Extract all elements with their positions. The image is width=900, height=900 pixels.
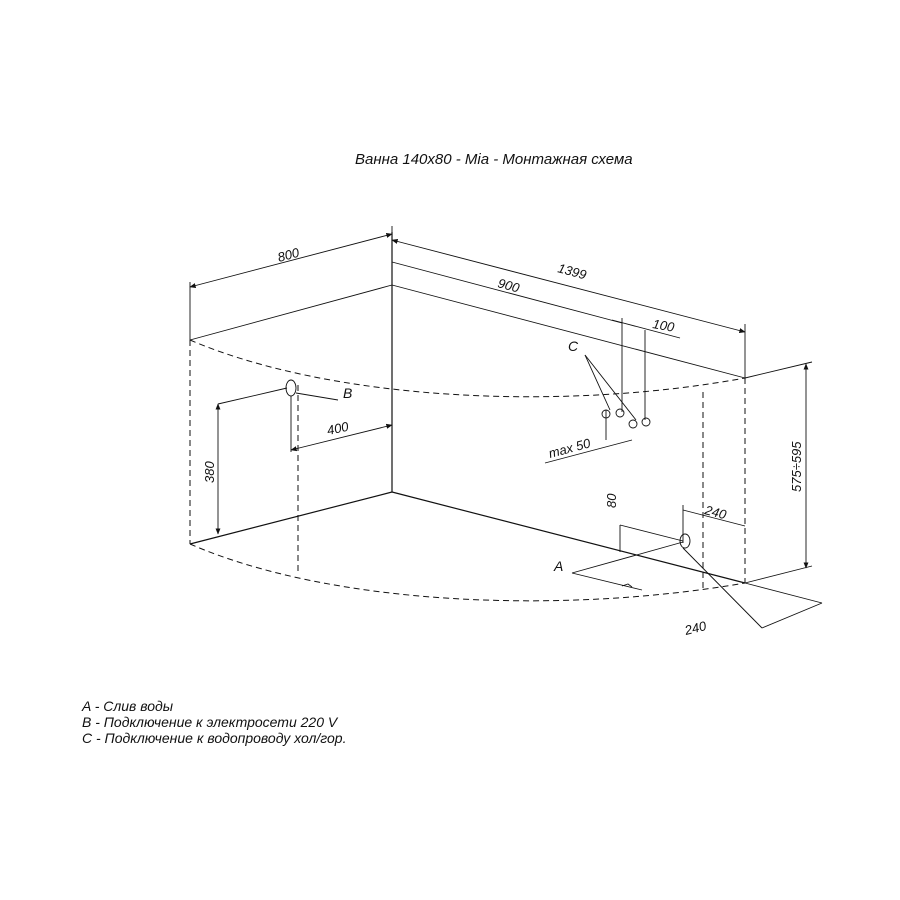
dimension-900: 900 [391,261,623,412]
dimension-900-label: 900 [496,275,522,295]
dimension-80: 80 [604,493,684,552]
dimension-max-50-label: max 50 [547,435,593,461]
dimension-240-right-label: 240 [702,502,728,522]
dimension-max-50: max 50 [544,435,633,464]
bathtub-outline [189,339,746,602]
dimension-240-bottom: 240 [682,547,823,638]
dimension-380-label: 380 [202,461,217,483]
dimension-575-595-label: 575÷595 [789,441,804,492]
dimension-240-right: 240 [682,502,746,543]
walls [189,232,746,584]
dimension-400-label: 400 [326,419,351,438]
dimension-80-label: 80 [604,493,619,508]
dimension-100-label: 100 [651,316,676,335]
dimension-575-595: 575÷595 [744,361,813,584]
marker-c-label: C [568,338,579,354]
dimension-1399: 1399 [391,238,746,378]
dimension-100: 100 [611,316,681,420]
dimension-800-label: 800 [276,245,302,265]
dimension-380: 380 [202,403,221,535]
dimension-1399-label: 1399 [556,260,588,282]
dimension-240-bottom-label: 240 [682,618,708,638]
dimension-800: 800 [189,226,393,340]
legend-item-a: A - Слив воды [82,698,174,714]
legend: A - Слив воды B - Подключение к электрос… [82,698,346,746]
legend-item-c: C - Подключение к водопроводу хол/гор. [82,730,347,746]
dimension-400: 400 [290,396,393,452]
legend-item-b: B - Подключение к электросети 220 V [82,714,338,730]
connection-c: C [568,338,651,440]
diagram-title: Ванна 140x80 - Mia - Монтажная схема [355,151,633,168]
connection-a: A [553,533,691,591]
connection-b: B [217,379,352,405]
marker-b-label: B [343,385,352,401]
marker-a-label: A [553,558,563,574]
